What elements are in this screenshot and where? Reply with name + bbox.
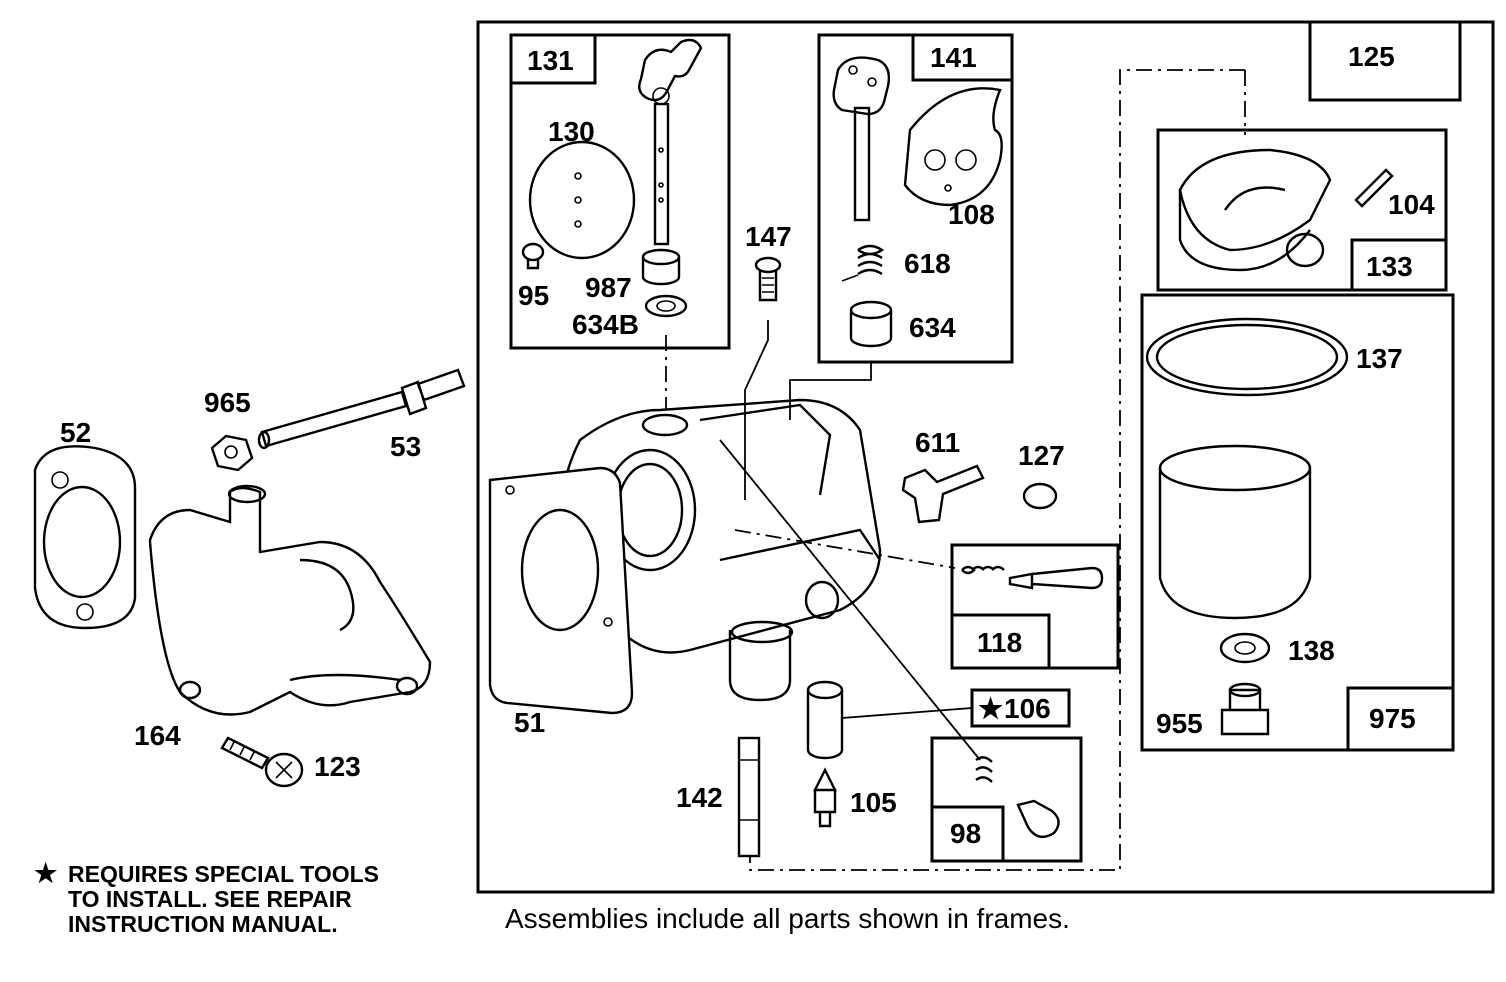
- label-138: 138: [1288, 635, 1335, 666]
- leader-98: [719, 439, 981, 761]
- intake-164: [148, 484, 432, 716]
- screw-95: [521, 242, 545, 270]
- label-123: 123: [314, 751, 361, 782]
- assemblies-caption: Assemblies include all parts shown in fr…: [505, 903, 1070, 934]
- label-95: 95: [518, 280, 549, 311]
- guide-idle: [734, 529, 956, 569]
- label-142: 142: [676, 782, 723, 813]
- label-118: 118: [977, 627, 1022, 658]
- special-note-star: ★: [34, 858, 58, 888]
- frame-125-tag: [1308, 20, 1462, 102]
- carburetor-body: [560, 398, 882, 702]
- float-133: [1178, 148, 1332, 272]
- label-125: 125: [1348, 41, 1395, 72]
- screw-123: [220, 736, 304, 788]
- label-130: 130: [548, 116, 595, 147]
- label-127: 127: [1018, 440, 1065, 471]
- stud-53: [257, 368, 466, 450]
- label-137: 137: [1356, 343, 1403, 374]
- leader-141: [789, 362, 872, 420]
- frame-133: [1156, 128, 1448, 292]
- label-975: 975: [1369, 703, 1416, 734]
- screw-147: [754, 256, 782, 302]
- label-131: 131: [527, 45, 574, 76]
- frame-131: [509, 33, 731, 350]
- needle-105: [813, 767, 837, 828]
- label-51: 51: [514, 707, 545, 738]
- washer-138: [1219, 632, 1271, 664]
- note-line-1: REQUIRES SPECIAL TOOLS: [68, 861, 379, 887]
- label-52: 52: [60, 417, 91, 448]
- idle-needle-118: [961, 565, 1104, 590]
- label-618: 618: [904, 248, 951, 279]
- frame-125: [476, 20, 1495, 894]
- gasket-52: [33, 445, 137, 630]
- label-634b: 634B: [572, 309, 639, 340]
- nut-965: [210, 434, 254, 472]
- bushing-987: [641, 248, 681, 286]
- label-105: 105: [850, 787, 897, 818]
- seat-106: [806, 680, 844, 760]
- label-106: 106: [1004, 693, 1051, 724]
- fitting-611: [901, 464, 985, 524]
- label-104: 104: [1388, 189, 1435, 220]
- bowl-975: [1158, 444, 1312, 620]
- label-611: 611: [915, 427, 960, 458]
- gasket-51: [488, 466, 634, 715]
- frame-118-tag: [950, 613, 1051, 670]
- special-tools-note: ★ REQUIRES SPECIAL TOOLS TO INSTALL. SEE…: [34, 858, 379, 937]
- frame-98: [930, 736, 1083, 863]
- frame-975: [1140, 293, 1455, 752]
- label-164: 164: [134, 720, 181, 751]
- label-987: 987: [585, 272, 632, 303]
- frame-141-tag: [911, 33, 1014, 82]
- note-line-2: TO INSTALL. SEE REPAIR: [68, 886, 352, 912]
- frame-975-tag: [1346, 686, 1455, 752]
- bolt-955: [1220, 682, 1270, 736]
- label-634: 634: [909, 312, 956, 343]
- label-147: 147: [745, 221, 792, 252]
- choke-shaft: [638, 38, 703, 246]
- seal-634: [849, 300, 893, 348]
- frame-98-tag: [930, 805, 1005, 863]
- spring-618: [841, 244, 885, 282]
- pin-104: [1354, 168, 1394, 208]
- note-line-3: INSTRUCTION MANUAL.: [68, 911, 338, 937]
- throttle-plate: [903, 87, 1003, 207]
- frame-131-tag: [509, 33, 597, 85]
- tube-142: [737, 736, 761, 858]
- special-marker: ★: [978, 693, 1003, 724]
- label-98: 98: [950, 818, 981, 849]
- screw-98: [975, 756, 1060, 839]
- label-53: 53: [390, 431, 421, 462]
- label-955: 955: [1156, 708, 1203, 739]
- label-965: 965: [204, 387, 251, 418]
- gasket-137: [1145, 317, 1349, 397]
- choke-plate: [528, 140, 636, 260]
- frame-133-tag: [1350, 238, 1448, 292]
- leader-147: [744, 320, 769, 500]
- plug-127: [1022, 482, 1058, 510]
- seal-634b: [644, 294, 688, 318]
- throttle-shaft: [832, 56, 891, 222]
- label-108: 108: [948, 199, 995, 230]
- label-133: 133: [1366, 251, 1413, 282]
- label-141: 141: [930, 42, 977, 73]
